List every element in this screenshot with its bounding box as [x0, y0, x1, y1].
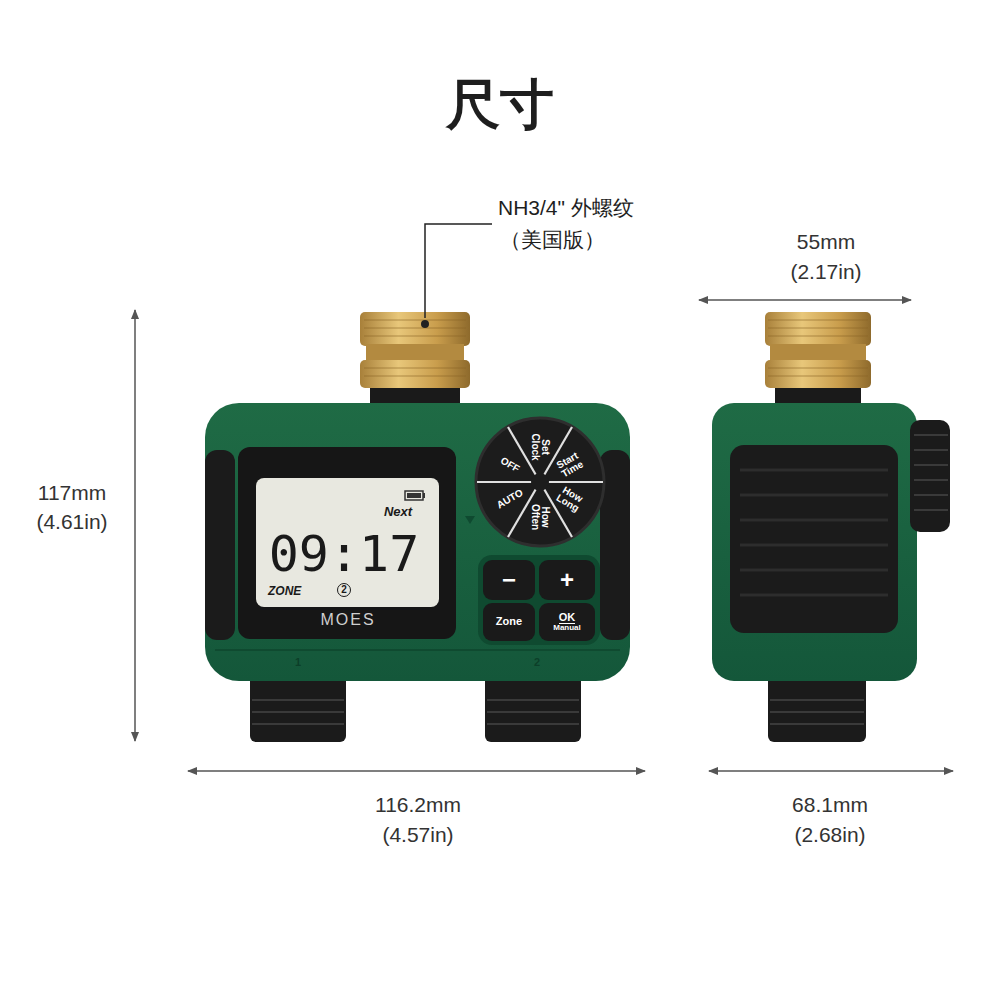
dimension: 68.1mm — [792, 793, 868, 816]
dimension: (4.61in) — [36, 510, 107, 533]
dimension: 55mm — [797, 230, 855, 253]
zone-button: Zone — [483, 603, 535, 641]
thread-callout: （美国版） — [500, 228, 605, 251]
dial-label: How Often — [530, 497, 550, 537]
minus-button: − — [483, 560, 535, 600]
lcd-screen: Next 09:17ZONE 2 — [258, 480, 437, 605]
dimension: 116.2mm — [375, 793, 461, 816]
button-label: − — [502, 567, 516, 592]
dimension: (2.68in) — [794, 823, 865, 846]
brand-logo: MOES — [320, 611, 375, 629]
zone-indicator: ZONE — [268, 585, 301, 598]
button-label: Manual — [553, 624, 581, 632]
next-indicator: Next — [384, 505, 412, 519]
button-label: Zone — [496, 616, 522, 628]
thread-callout: NH3/4" 外螺纹 — [498, 196, 634, 219]
title: 尺寸 — [446, 75, 554, 134]
dimension: 117mm — [38, 481, 106, 504]
zone-number: 2 — [337, 583, 351, 597]
plus-button: + — [539, 560, 595, 600]
button-label: + — [560, 567, 574, 592]
lcd-time: 09:17 — [269, 527, 420, 582]
button-label: OK — [559, 612, 576, 625]
ok-button: OKManual — [539, 603, 595, 641]
dimension: (2.17in) — [790, 260, 861, 283]
outlet-number: 2 — [534, 656, 540, 668]
dimension: (4.57in) — [382, 823, 453, 846]
dial-label: Set Clock — [530, 427, 550, 467]
outlet-number: 1 — [295, 656, 301, 668]
